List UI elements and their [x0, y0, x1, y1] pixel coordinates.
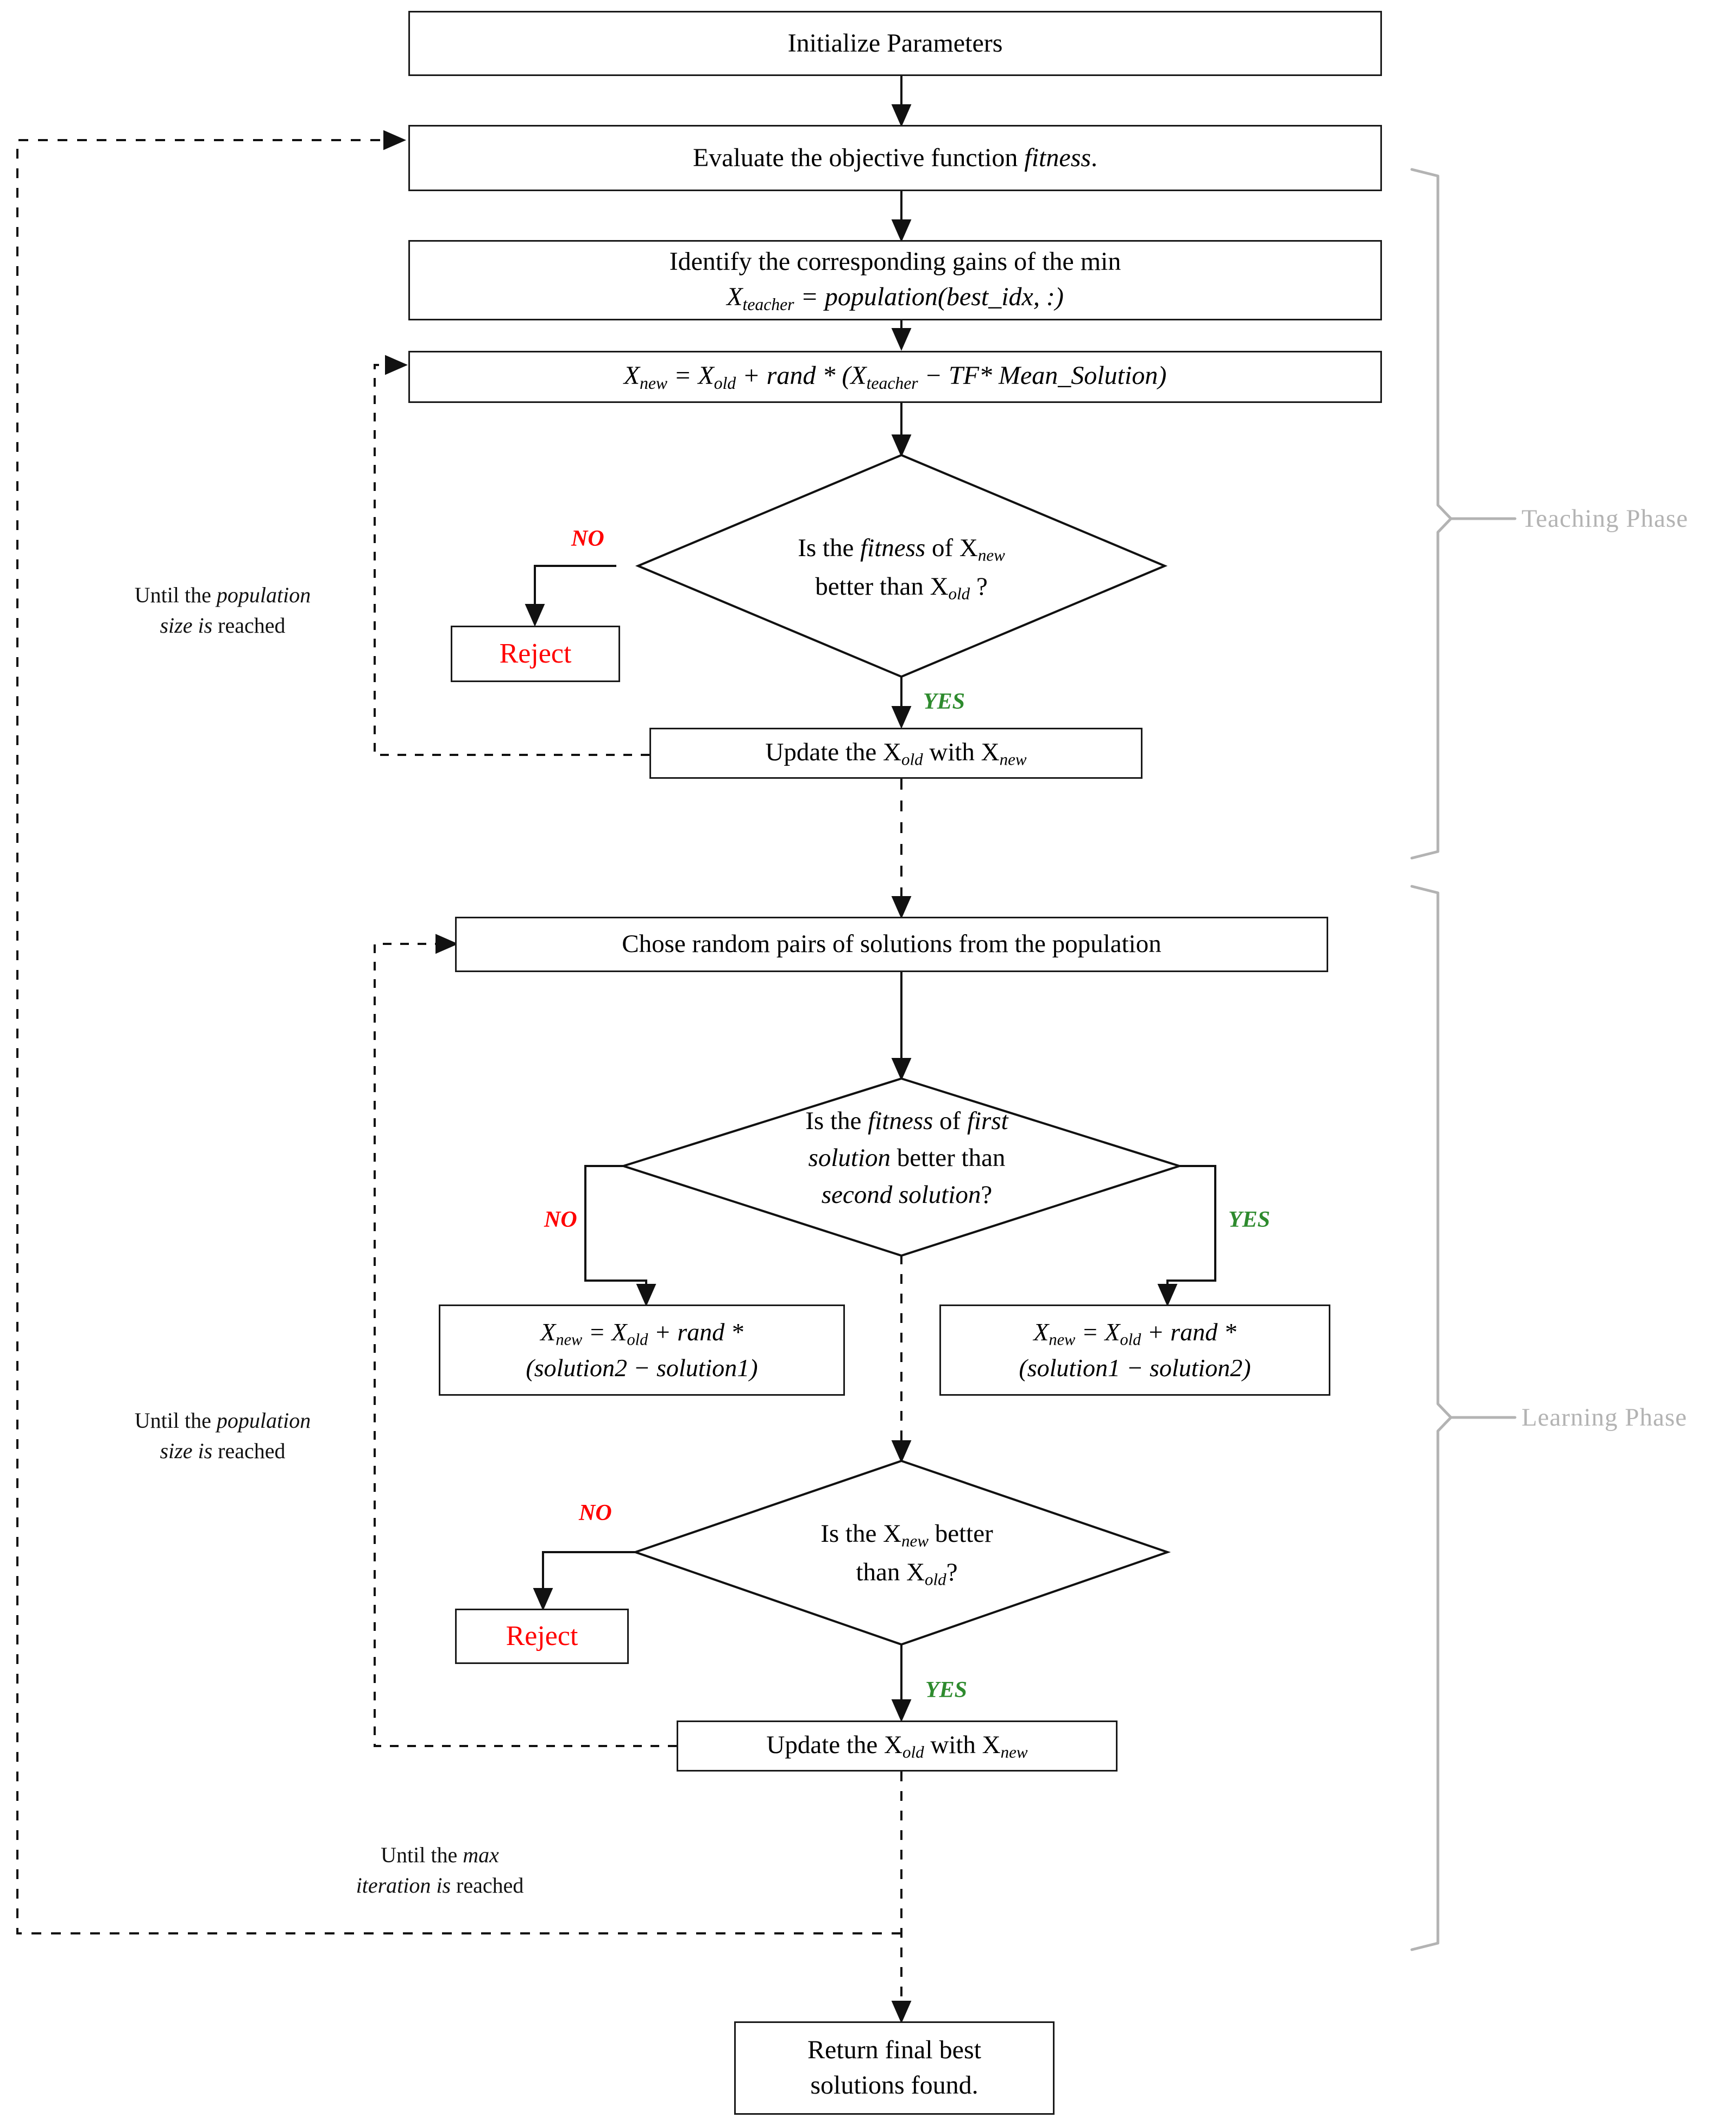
- node-evaluate-label: Evaluate the objective function fitness.: [692, 143, 1098, 172]
- decision1-diamond: [635, 453, 1168, 678]
- loop-note-learning-line2: size is reached: [160, 1439, 286, 1463]
- decision2-line1: Is the fitness of first: [805, 1107, 1008, 1135]
- learner-right-line2: (solution1 − solution2): [1019, 1353, 1251, 1382]
- loop-note-outer-line2: iteration is reached: [356, 1873, 524, 1898]
- loop-note-learning-line1: Until the population: [134, 1408, 311, 1433]
- decision1-line2: better than Xold ?: [815, 572, 988, 603]
- edge-label-no-1: NO: [571, 526, 604, 551]
- teaching-phase-bracket: [1410, 168, 1453, 860]
- loop-learning-population: [374, 934, 677, 1747]
- node-initialize-label: Initialize Parameters: [787, 28, 1003, 58]
- decision2-diamond: [620, 1077, 1183, 1257]
- phase-label-learning: Learning Phase: [1522, 1403, 1688, 1432]
- loop-note-outer-line1: Until the max: [381, 1843, 499, 1867]
- node-identify-line2: Xteacher = population(best_idx, :): [727, 282, 1064, 314]
- loop-note-max-iteration: Until the max iteration is reached: [304, 1840, 576, 1901]
- loop-max-iteration: [16, 130, 901, 1934]
- node-choose-random-pairs[interactable]: Chose random pairs of solutions from the…: [455, 917, 1328, 972]
- node-learner-formula-left[interactable]: Xnew = Xold + rand * (solution2 − soluti…: [439, 1304, 845, 1396]
- node-initialize-parameters[interactable]: Initialize Parameters: [408, 11, 1382, 76]
- learning-phase-bracket: [1410, 885, 1453, 1951]
- final-line1: Return final best: [807, 2035, 981, 2065]
- reject-learning-label: Reject: [506, 1620, 578, 1652]
- choose-pairs-label: Chose random pairs of solutions from the…: [622, 930, 1161, 959]
- decision3-line2: than Xold?: [856, 1558, 958, 1589]
- decision2-text: Is the fitness of first solution better …: [717, 1102, 1097, 1213]
- learner-left-line1: Xnew = Xold + rand *: [540, 1318, 743, 1349]
- node-learner-formula-right[interactable]: Xnew = Xold + rand * (solution1 − soluti…: [939, 1304, 1330, 1396]
- edge-decision2-no-to-left-formula: [584, 1165, 656, 1307]
- node-reject-teaching[interactable]: Reject: [451, 626, 620, 682]
- node-evaluate-objective[interactable]: Evaluate the objective function fitness.: [408, 125, 1382, 191]
- decision2-line3: second solution?: [821, 1181, 993, 1209]
- learner-right-line1: Xnew = Xold + rand *: [1033, 1318, 1236, 1349]
- node-return-final-best[interactable]: Return final best solutions found.: [734, 2021, 1055, 2115]
- node-reject-learning[interactable]: Reject: [455, 1609, 629, 1664]
- final-line2: solutions found.: [810, 2071, 979, 2100]
- learner-left-line2: (solution2 − solution1): [526, 1353, 758, 1382]
- node-update-teaching[interactable]: Update the Xold with Xnew: [649, 728, 1142, 779]
- decision2-line2: solution better than: [808, 1144, 1006, 1173]
- decision1-text: Is the fitness of Xnew better than Xold …: [679, 530, 1124, 606]
- node-teacher-formula-label: Xnew = Xold + rand * (Xteacher − TF* Mea…: [623, 361, 1167, 393]
- reject-teaching-label: Reject: [499, 638, 572, 669]
- update-teaching-label: Update the Xold with Xnew: [765, 738, 1027, 769]
- decision3-text: Is the Xnew better than Xold?: [722, 1515, 1091, 1592]
- edge-decision3-no-to-reject2: [533, 1551, 646, 1611]
- loop-note-teaching-line2: size is reached: [160, 613, 286, 638]
- loop-note-teaching-line1: Until the population: [134, 583, 311, 607]
- loop-note-teaching-population: Until the population size is reached: [81, 580, 364, 641]
- node-update-learning[interactable]: Update the Xold with Xnew: [677, 1720, 1118, 1772]
- node-identify-line1: Identify the corresponding gains of the …: [669, 247, 1121, 276]
- node-identify-gains[interactable]: Identify the corresponding gains of the …: [408, 240, 1382, 320]
- edge-label-yes-1: YES: [923, 689, 965, 714]
- loop-teaching-population: [374, 355, 649, 756]
- loop-note-learning-population: Until the population size is reached: [81, 1406, 364, 1466]
- decision3-line1: Is the Xnew better: [820, 1520, 993, 1551]
- update-learning-label: Update the Xold with Xnew: [766, 1731, 1028, 1762]
- edge-decision2-yes-to-right-formula: [1157, 1165, 1216, 1307]
- edge-label-no-3: NO: [579, 1501, 612, 1526]
- edge-label-yes-3: YES: [925, 1678, 968, 1703]
- edge-label-yes-2: YES: [1228, 1207, 1271, 1232]
- edge-label-no-2: NO: [544, 1207, 577, 1232]
- decision3-diamond: [632, 1459, 1171, 1646]
- decision1-line1: Is the fitness of Xnew: [798, 534, 1005, 565]
- phase-label-teaching: Teaching Phase: [1522, 505, 1688, 533]
- node-teacher-update-formula[interactable]: Xnew = Xold + rand * (Xteacher − TF* Mea…: [408, 351, 1382, 403]
- edge-decision1-no-to-reject1: [525, 565, 616, 627]
